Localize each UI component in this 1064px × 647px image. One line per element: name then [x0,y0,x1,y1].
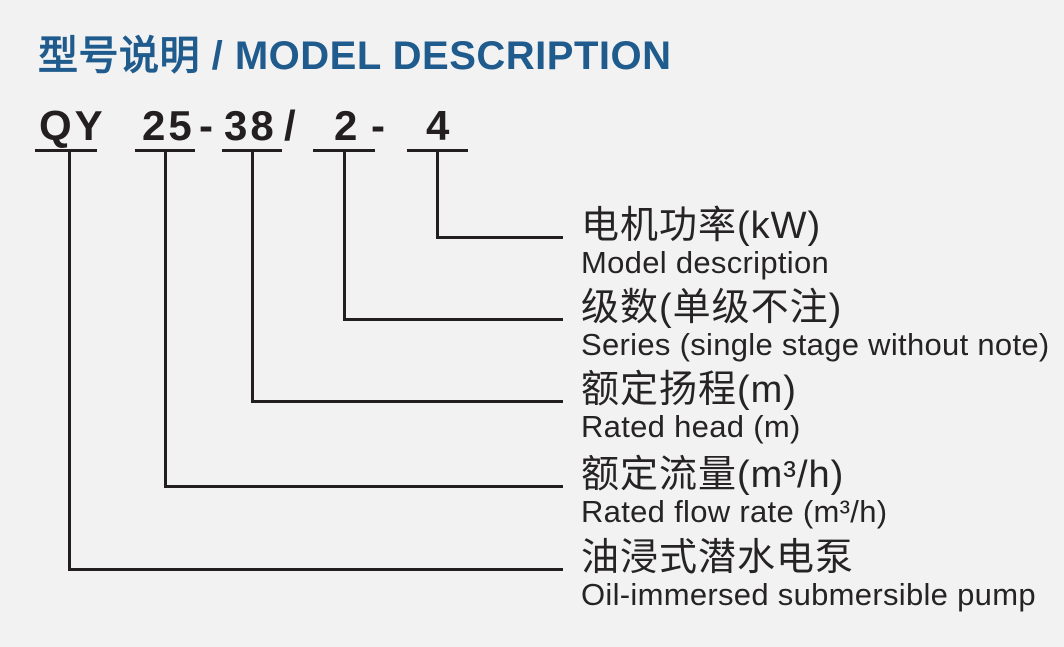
label-series: 级数(单级不注) Series (single stage without no… [581,288,1050,361]
connector-vertical-qy [68,149,71,571]
connector-horizontal-series [343,318,563,321]
connector-horizontal-qy [68,568,563,571]
model-segment-flow: 25 [142,102,195,149]
label-motor-power-en: Model description [581,245,830,280]
underline-qy [35,149,97,152]
model-segment-head: 38 [224,102,277,149]
connector-vertical-head [251,149,254,403]
label-rated-flow: 额定流量(m³/h) Rated flow rate (m³/h) [581,455,887,528]
label-rated-head-zh: 额定扬程(m) [581,369,797,411]
connector-vertical-series [343,149,346,321]
model-segment-series: 2 [334,102,361,149]
label-series-zh: 级数(单级不注) [581,287,843,329]
page-title: 型号说明 / MODEL DESCRIPTION [38,34,672,78]
model-segment-qy: QY [39,102,106,149]
label-pump-type: 油浸式潜水电泵 Oil-immersed submersible pump [581,538,1036,611]
connector-horizontal-power [436,236,563,239]
label-rated-head-en: Rated head (m) [581,409,801,444]
connector-vertical-flow [164,149,167,488]
model-separator-dash-2: - [371,102,385,149]
label-pump-type-en: Oil-immersed submersible pump [581,577,1036,612]
model-separator-dash-1: - [199,102,213,149]
model-separator-slash: / [284,102,296,149]
label-motor-power-zh: 电机功率(kW) [581,205,822,247]
label-rated-head: 额定扬程(m) Rated head (m) [581,370,801,443]
model-segment-power: 4 [426,102,453,149]
label-motor-power: 电机功率(kW) Model description [581,206,829,279]
connector-horizontal-flow [164,485,563,488]
label-pump-type-zh: 油浸式潜水电泵 [581,537,855,579]
connector-horizontal-head [251,400,563,403]
connector-vertical-power [436,149,439,239]
label-rated-flow-en: Rated flow rate (m³/h) [581,494,888,529]
label-rated-flow-zh: 额定流量(m³/h) [581,454,845,496]
label-series-en: Series (single stage without note) [581,327,1050,362]
